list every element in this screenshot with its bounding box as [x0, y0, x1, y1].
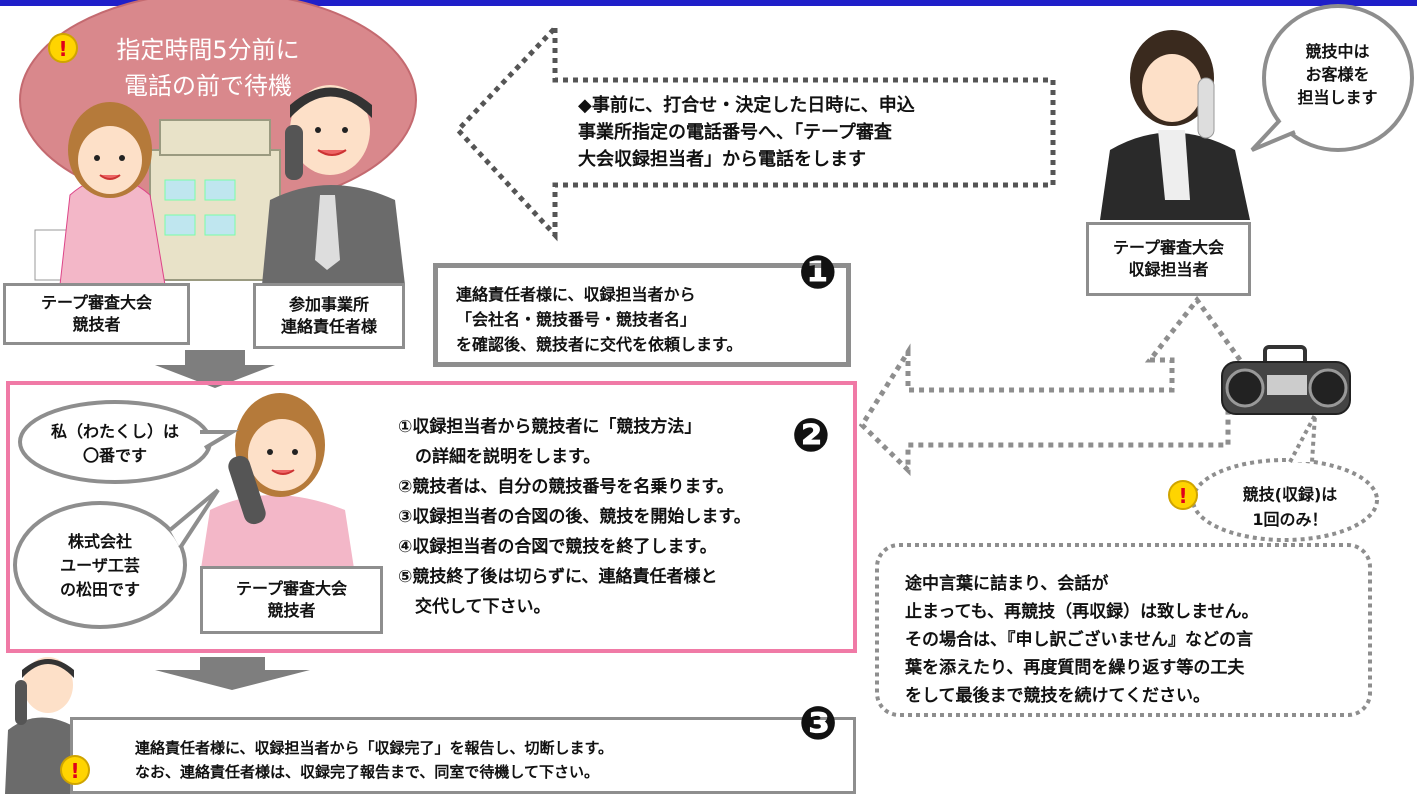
recorder-woman-illustration: [1100, 30, 1250, 220]
once-only-text: 競技(収録)は 1回のみ！: [1242, 485, 1338, 529]
step3-box: 連絡責任者様に、収録担当者から「収録完了」を報告し、切断します。 なお、連絡責任…: [70, 717, 856, 794]
office-building-illustration: [149, 119, 281, 281]
recorder-bubble-text: 競技中は お客様を 担当します: [1297, 42, 1378, 107]
warning-icon: !: [48, 33, 78, 63]
note-box: [875, 543, 1372, 717]
step2-list: ①収録担当者から競技者に「競技方法」 の詳細を説明をします。 ②競技者は、自分の…: [398, 412, 858, 622]
label-contestant-top: テープ審査大会 競技者: [3, 283, 190, 345]
contestant-phone-illustration: [200, 393, 355, 575]
step1-text: 連絡責任者様に、収録担当者から 「会社名・競技番号・競技者名」 を確認後、競技者…: [456, 285, 743, 354]
step2-item: ②競技者は、自分の競技番号を名乗ります。: [398, 477, 734, 497]
recorder-speech-bubble: [1262, 4, 1414, 152]
step2-number: ❷: [791, 408, 831, 462]
radio-cassette-illustration: [1221, 345, 1351, 415]
step2-item: ①収録担当者から競技者に「競技方法」: [398, 417, 702, 437]
return-arrow: [858, 295, 1243, 476]
step1-box: 連絡責任者様に、収録担当者から 「会社名・競技番号・競技者名」 を確認後、競技者…: [433, 263, 851, 367]
call-arrow: [454, 21, 1056, 242]
note-text: 途中言葉に詰まり、会話が 止まっても、再競技（再収録）は致しません。 その場合は…: [905, 574, 1259, 706]
step2-item: ③収録担当者の合図の後、競技を開始します。: [398, 507, 751, 527]
step3-text: 連絡責任者様に、収録担当者から「収録完了」を報告し、切断します。 なお、連絡責任…: [135, 739, 614, 781]
step2-item: 交代して下さい。: [398, 597, 551, 617]
warning-icon: !: [60, 755, 90, 785]
participant-man-illustration: [262, 85, 405, 285]
down-arrow-1: [155, 350, 275, 388]
speech-company-text: 株式会社 ユーザ工芸 の松田です: [59, 532, 140, 599]
top-banner-bar: [0, 0, 1417, 6]
step2-item: の詳細を説明をします。: [398, 447, 601, 467]
step2-item: ④収録担当者の合図で競技を終了します。: [398, 537, 717, 557]
label-recorder: テープ審査大会 収録担当者: [1086, 222, 1251, 296]
down-arrow-2: [155, 657, 310, 690]
call-instruction-text: ◆事前に、打合せ・決定した日時に、申込 事業所指定の電話番号へ、「テープ審査 大…: [578, 95, 915, 170]
speech-number-text: 私（わたくし）は 〇番です: [50, 422, 179, 465]
step2-frame: [6, 381, 857, 653]
label-contestant-mid: テープ審査大会 競技者: [200, 566, 383, 634]
label-participant: 参加事業所 連絡責任者様: [253, 283, 405, 349]
step3-number: ❸: [798, 696, 838, 750]
waiting-text: 指定時間5分前に 電話の前で待機: [116, 36, 300, 100]
step1-number: ❶: [798, 245, 838, 299]
contestant-woman-illustration: [34, 102, 166, 286]
warning-icon: !: [1168, 480, 1198, 510]
step2-item: ⑤競技終了後は切らずに、連絡責任者様と: [398, 567, 718, 587]
speech-bubble-company: [13, 501, 187, 629]
once-only-bubble: [1191, 458, 1379, 542]
